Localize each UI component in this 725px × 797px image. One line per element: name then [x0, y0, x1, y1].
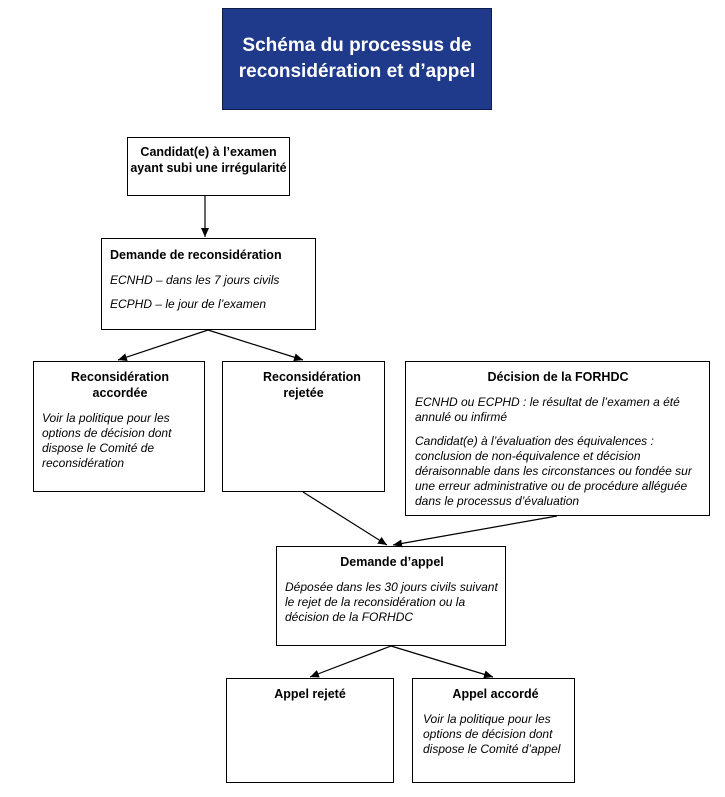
- arrow-rejetee-to-appel: [302, 491, 388, 546]
- demande-appel-text: Déposée dans les 30 jours civils suivant…: [285, 580, 498, 624]
- demande-appel-heading: Demande d’appel: [340, 555, 444, 569]
- arrow-appel-to-accorde: [390, 645, 494, 679]
- decision-forhdc-heading: Décision de la FORHDC: [487, 370, 629, 384]
- reconsideration-accordee-text: Voir la politique pour les options de dé…: [42, 411, 172, 470]
- arrow-forhdc-to-appel: [392, 515, 558, 548]
- demande-reconsideration-line1: ECNHD – dans les 7 jours civils: [110, 273, 280, 287]
- appel-accorde-text: Voir la politique pour les options de dé…: [423, 712, 561, 756]
- reconsideration-rejetee-heading: Reconsidération rejetée: [263, 370, 361, 400]
- diagram-title: Schéma du processus de reconsidération e…: [222, 8, 492, 110]
- demande-reconsideration-line2: ECPHD – le jour de l’examen: [110, 297, 267, 311]
- box-candidat: Candidat(e) à l’examen ayant subi une ir…: [127, 137, 290, 196]
- appel-rejete-heading: Appel rejeté: [274, 687, 346, 701]
- box-decision-forhdc: Décision de la FORHDC ECNHD ou ECPHD : l…: [405, 361, 710, 516]
- box-demande-reconsideration: Demande de reconsidération ECNHD – dans …: [101, 238, 316, 330]
- decision-forhdc-line2: Candidat(e) à l’évaluation des équivalen…: [415, 434, 692, 508]
- box-appel-rejete: Appel rejeté: [226, 678, 394, 783]
- box-reconsideration-rejetee: Reconsidération rejetée: [222, 361, 385, 492]
- demande-reconsideration-heading: Demande de reconsidération: [110, 248, 282, 262]
- arrow-demande-to-accordee: [117, 329, 209, 361]
- decision-forhdc-line1: ECNHD ou ECPHD : le résultat de l’examen…: [415, 395, 680, 424]
- candidat-heading: Candidat(e) à l’examen ayant subi une ir…: [130, 145, 287, 175]
- arrow-demande-to-rejetee: [207, 329, 304, 362]
- arrow-appel-to-rejete: [309, 645, 392, 678]
- reconsideration-accordee-heading: Reconsidération accordée: [71, 370, 169, 400]
- appel-accorde-heading: Appel accordé: [452, 687, 539, 701]
- box-demande-appel: Demande d’appel Déposée dans les 30 jour…: [276, 546, 506, 646]
- box-appel-accorde: Appel accordé Voir la politique pour les…: [412, 678, 575, 783]
- box-reconsideration-accordee: Reconsidération accordée Voir la politiq…: [33, 361, 205, 492]
